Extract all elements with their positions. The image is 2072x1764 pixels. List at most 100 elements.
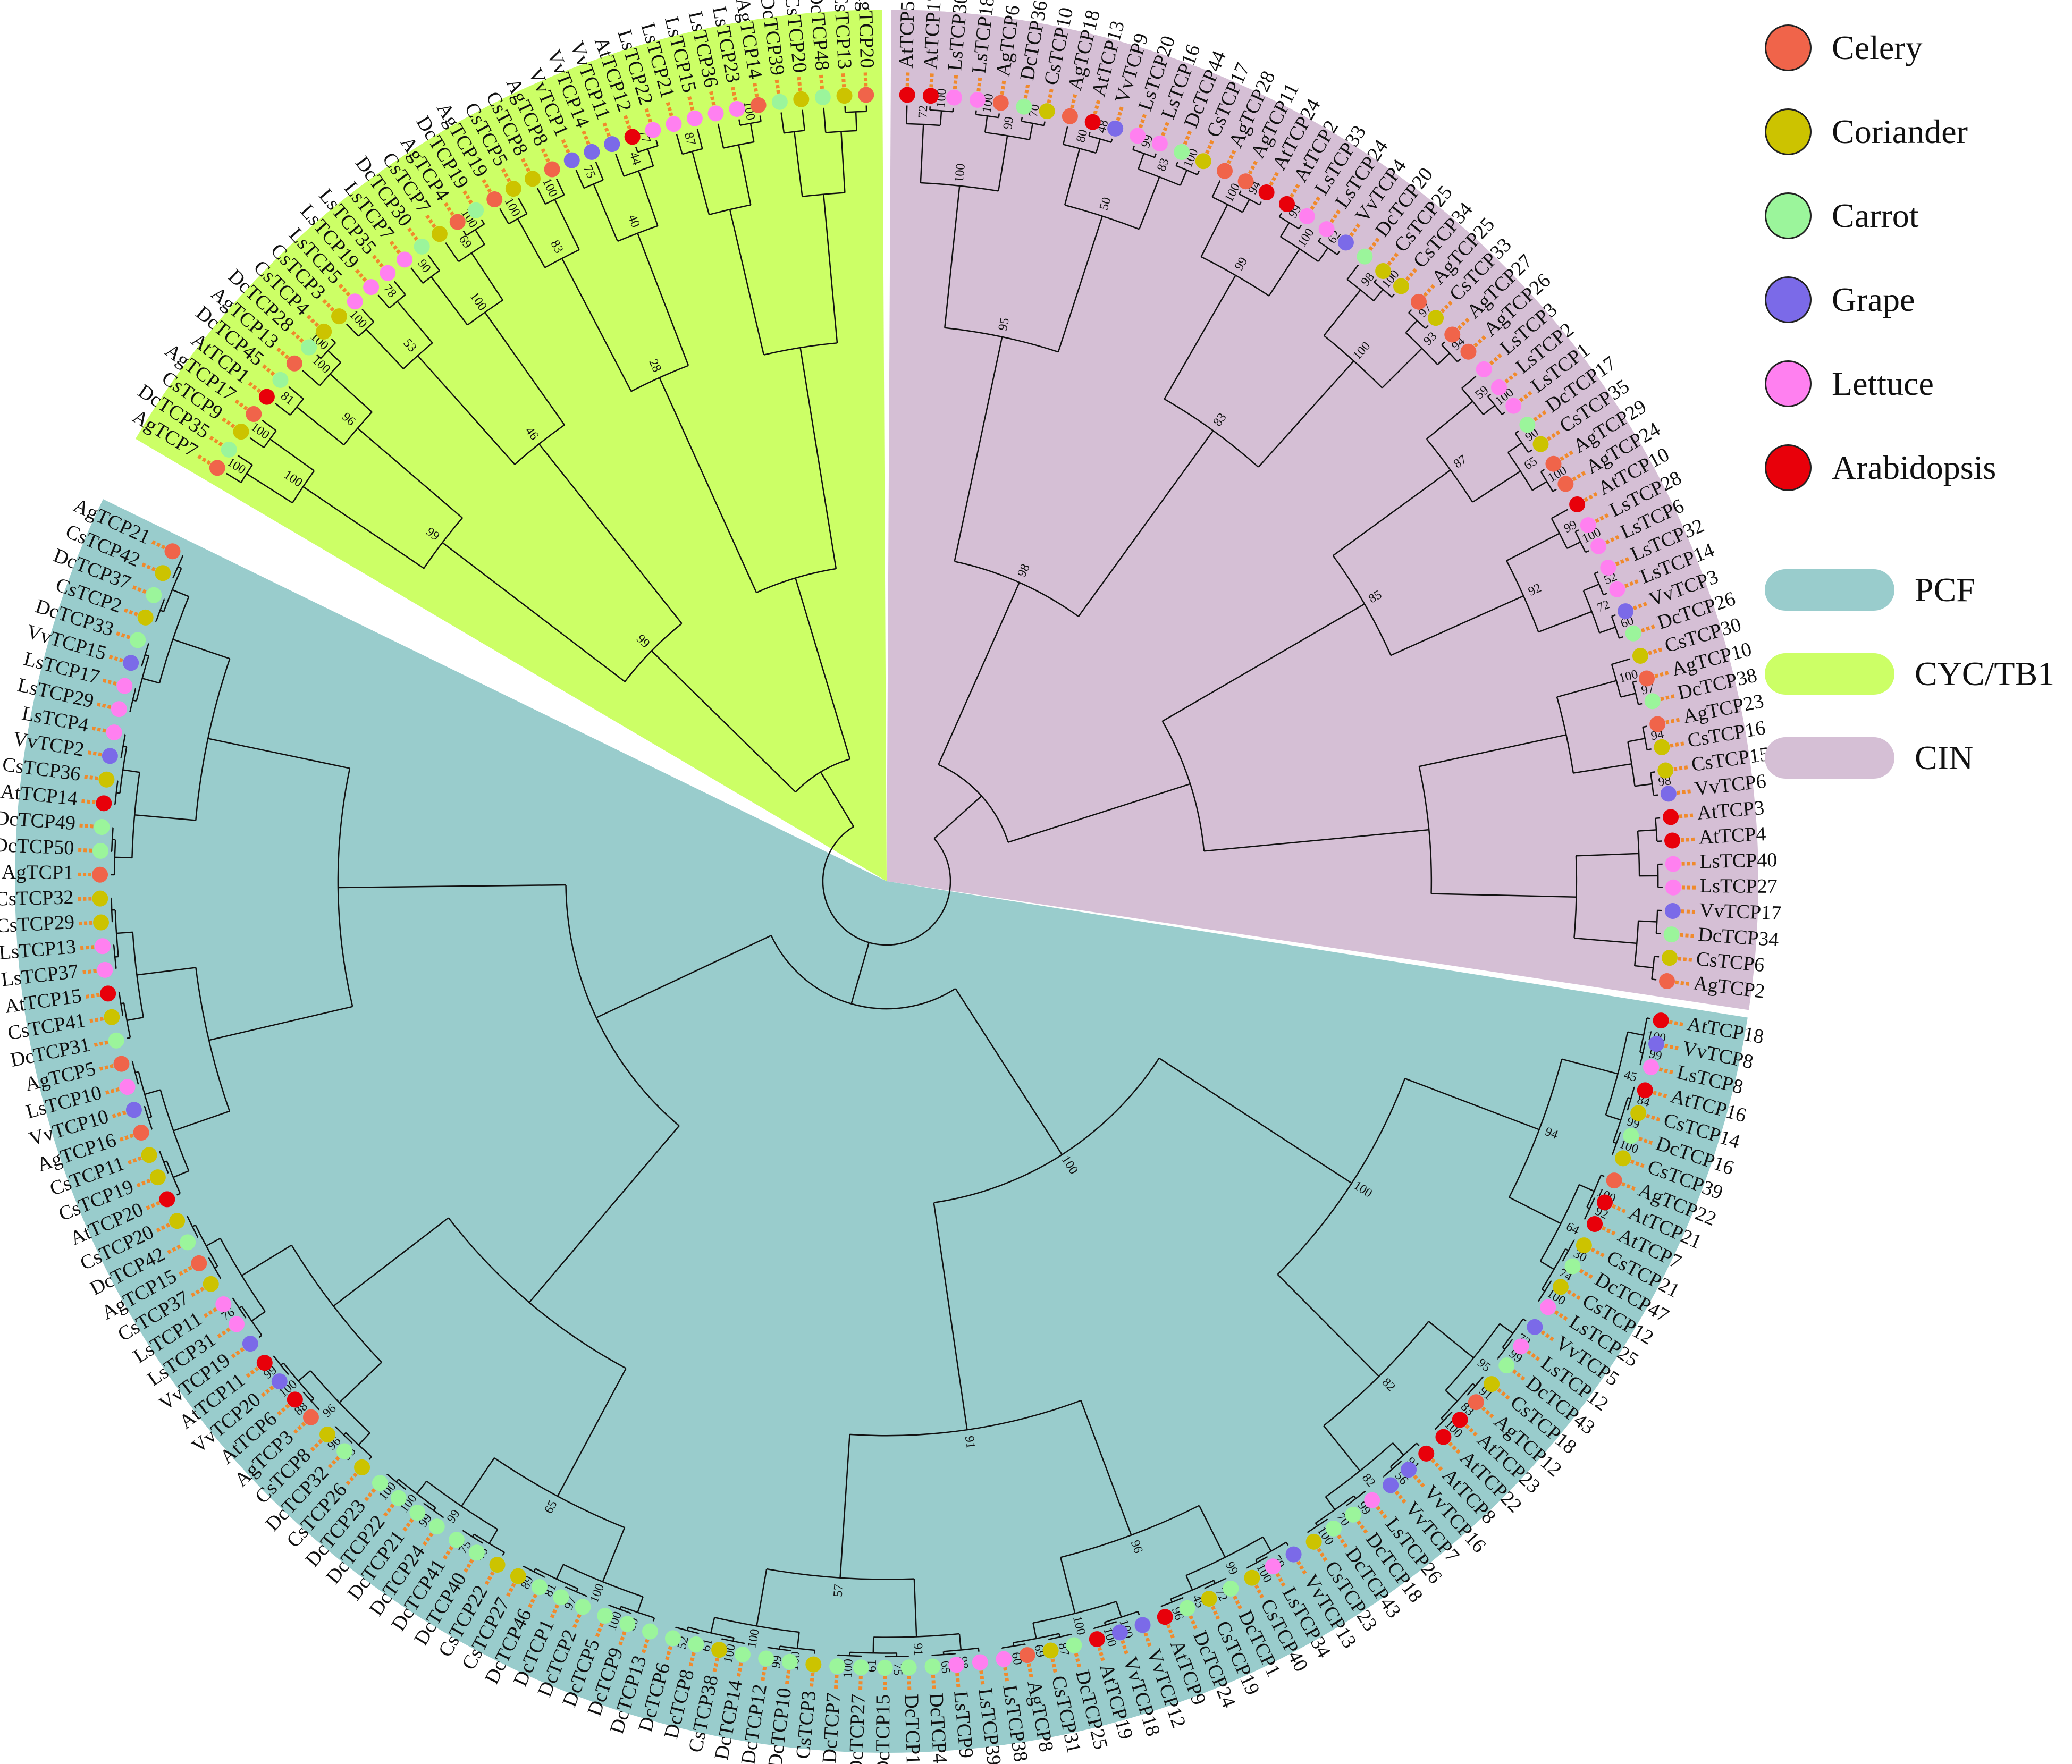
tree-arc (462, 1530, 483, 1544)
tree-arc (131, 1061, 139, 1084)
tree-branch (346, 323, 359, 337)
tip-dot-icon (319, 1427, 336, 1443)
tree-branch (462, 230, 467, 236)
tree-branch (338, 884, 566, 889)
tree-branch (1507, 442, 1522, 453)
tree-arc (345, 1432, 372, 1457)
tree-branch (595, 161, 604, 181)
tip-dot-icon (1134, 1617, 1151, 1633)
tip-connector (201, 1307, 217, 1319)
tip-connector (421, 1532, 434, 1548)
tree-arc (467, 299, 503, 326)
tip-dot-icon (1654, 739, 1670, 755)
tree-branch (208, 1006, 353, 1041)
tree-branch (1198, 1505, 1226, 1558)
tree-branch (913, 1579, 917, 1637)
tip-dot-icon (256, 1355, 273, 1371)
tip-dot-icon (900, 1659, 917, 1676)
tree-branch (1611, 614, 1616, 617)
tree-branch (823, 107, 827, 133)
tree-branch (1258, 360, 1354, 468)
tip-connector (955, 1673, 961, 1690)
tip-label: AtTCP5 (895, 1, 919, 69)
tree-branch (368, 1456, 372, 1460)
tip-dot-icon (372, 1475, 388, 1491)
tip-connector (189, 1287, 205, 1298)
tip-dot-icon (1452, 1412, 1468, 1428)
tip-connector (305, 313, 319, 327)
tip-connector (1423, 282, 1437, 297)
tip-dot-icon (258, 389, 275, 405)
tree-branch (638, 171, 659, 226)
tip-connector (215, 1327, 231, 1340)
tip-dot-icon (922, 88, 939, 104)
tip-label: DcTCP4 (925, 1692, 951, 1764)
tree-branch (1062, 126, 1068, 145)
tree-branch (850, 942, 870, 1004)
tip-label: CsTCP32 (0, 886, 74, 910)
tip-dot-icon (1615, 1150, 1631, 1167)
tip-connector (549, 1604, 559, 1620)
tip-connector (1097, 1647, 1106, 1664)
tip-label: DcTCP34 (1697, 923, 1779, 951)
tree-branch (1164, 275, 1236, 400)
tip-connector (83, 993, 100, 999)
tip-connector (1566, 1289, 1583, 1302)
tree-branch (262, 419, 277, 432)
tree-branch (461, 1457, 495, 1507)
legend-label: Grape (1832, 281, 1915, 318)
tree-branch (397, 301, 433, 343)
tree-branch (172, 589, 189, 597)
tree-branch (780, 112, 785, 133)
tip-dot-icon (111, 701, 127, 718)
tip-connector (1660, 694, 1677, 702)
tip-dot-icon (301, 339, 317, 356)
tree-branch (132, 699, 137, 702)
tree-branch (361, 309, 375, 323)
tree-branch (207, 738, 350, 769)
tip-dot-icon (1062, 108, 1078, 124)
tip-dot-icon (829, 1658, 846, 1675)
tip-dot-icon (1600, 560, 1616, 576)
tree-branch (1637, 829, 1657, 832)
tip-connector (644, 106, 653, 123)
tree-branch (1483, 404, 1496, 416)
tip-connector (1275, 1573, 1287, 1589)
tree-arc (1611, 616, 1620, 639)
tip-dot-icon (106, 724, 122, 741)
tree-branch (593, 183, 619, 242)
tip-connector (1116, 104, 1124, 121)
tip-connector (622, 113, 631, 130)
tree-arc (398, 1479, 436, 1508)
tip-connector (1519, 390, 1534, 402)
tip-dot-icon (642, 1623, 658, 1640)
tree-arc (1502, 1318, 1524, 1348)
tip-dot-icon (1665, 856, 1681, 872)
tip-connector (1296, 1560, 1308, 1576)
tree-branch (226, 472, 242, 483)
tree-branch (1298, 225, 1302, 230)
tree-branch (1158, 1057, 1352, 1184)
tip-connector (363, 1488, 376, 1503)
tip-dot-icon (1540, 1299, 1556, 1315)
tip-dot-icon (414, 238, 430, 255)
tip-connector (1677, 789, 1693, 795)
tip-connector (1670, 741, 1687, 748)
tree-branch (1095, 139, 1101, 154)
tree-branch (1138, 176, 1160, 230)
tree-branch (1088, 132, 1091, 136)
tip-label: DcTCP50 (0, 834, 74, 859)
tree-branch (114, 856, 132, 859)
tip-connector (382, 1504, 395, 1518)
tree-branch (1445, 1390, 1458, 1402)
tip-dot-icon (1623, 1128, 1639, 1144)
tip-dot-icon (814, 89, 831, 105)
tip-dot-icon (146, 587, 162, 603)
tip-dot-icon (137, 609, 154, 626)
tree-arc (938, 764, 1009, 843)
tip-dot-icon (221, 441, 237, 458)
tip-connector (1003, 1667, 1009, 1684)
tip-connector (1669, 1020, 1686, 1027)
legend-species-coriander: Coriander (1765, 105, 1968, 158)
bootstrap-value: 95 (996, 317, 1012, 332)
